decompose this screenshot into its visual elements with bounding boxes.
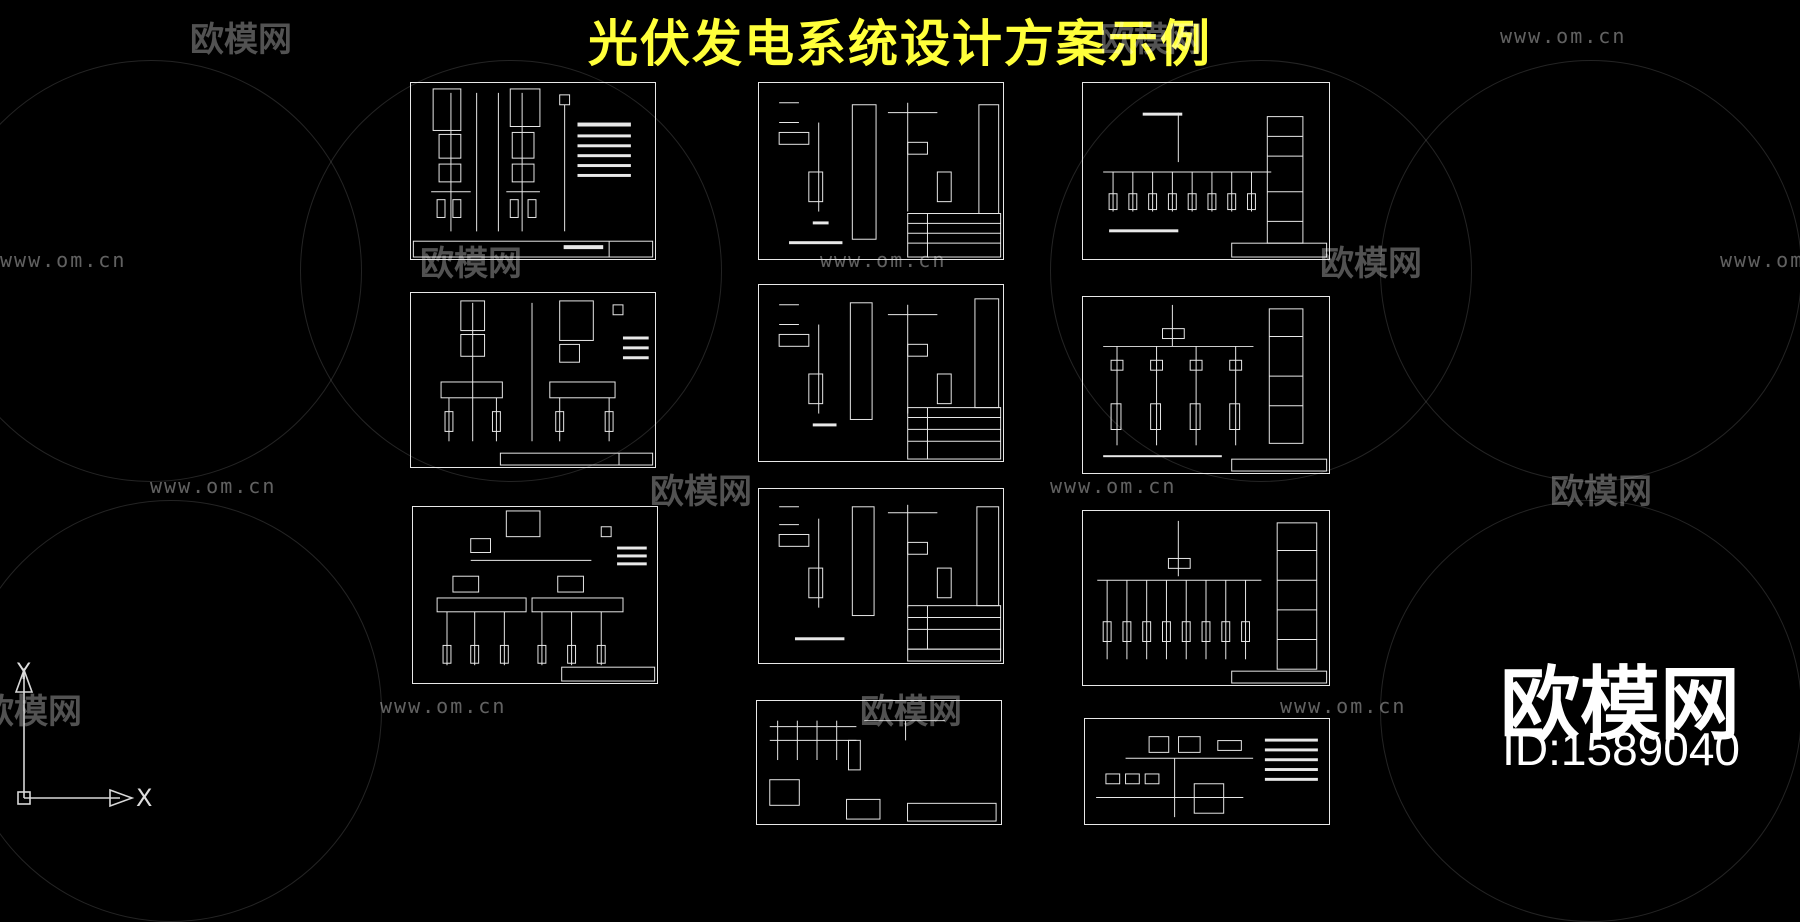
schematic-drawing: [436, 510, 656, 682]
drawing-sheet[interactable]: [758, 82, 1004, 260]
drawing-sheet[interactable]: [758, 488, 1004, 664]
drawing-sheet[interactable]: [1082, 296, 1330, 474]
drawing-sheet[interactable]: [756, 700, 1002, 825]
drawing-sheet[interactable]: [1084, 718, 1330, 825]
ucs-x-label: X: [136, 784, 153, 812]
watermark-url: www.om.cn: [1720, 248, 1800, 272]
watermark-url: www.om.cn: [0, 248, 127, 272]
watermark-logo: 欧模网: [1550, 472, 1652, 512]
watermark-logo: 欧模网: [860, 692, 962, 732]
schematic-drawing: [1103, 112, 1328, 258]
watermark-logo: 欧模网: [190, 20, 292, 60]
schematic-drawing: [778, 298, 1002, 460]
watermark-url: www.om.cn: [1050, 474, 1177, 498]
schematic-drawing: [1103, 304, 1328, 472]
watermark-logo: 欧模网: [1100, 20, 1202, 60]
drawing-sheet[interactable]: [410, 292, 656, 468]
drawing-sheet[interactable]: [1082, 510, 1330, 686]
drawing-sheet[interactable]: [410, 82, 656, 260]
schematic-drawing: [1097, 520, 1328, 684]
brand-logo: 欧模网: [1500, 658, 1740, 751]
drawing-sheet[interactable]: [412, 506, 658, 684]
schematic-drawing: [412, 88, 654, 258]
watermark-logo: 欧模网: [650, 472, 752, 512]
watermark-url: www.om.cn: [1280, 694, 1407, 718]
ucs-y-label: Y: [17, 660, 31, 685]
brand-id: ID:1589040: [1502, 723, 1740, 775]
schematic-drawing: [778, 102, 1002, 258]
drawing-sheet[interactable]: [758, 284, 1004, 462]
watermark-logo: 欧模网: [0, 692, 82, 732]
schematic-drawing: [1096, 736, 1318, 818]
watermark-url: www.om.cn: [380, 694, 507, 718]
schematic-drawing: [769, 720, 997, 822]
schematic-drawing: [778, 504, 1002, 662]
watermark-url: www.om.cn: [820, 248, 947, 272]
ucs-axis-icon: [14, 667, 135, 808]
watermark-arc: [1380, 60, 1800, 482]
page-title: 光伏发电系统设计方案示例: [588, 15, 1212, 73]
watermark-arc: [300, 60, 722, 482]
drawing-sheet[interactable]: [1082, 82, 1330, 260]
watermark-logo: 欧模网: [1320, 244, 1422, 284]
schematic-drawing: [440, 300, 654, 466]
watermark-url: www.om.cn: [1500, 24, 1627, 48]
watermark-logo: 欧模网: [420, 244, 522, 284]
watermark-url: www.om.cn: [150, 474, 277, 498]
